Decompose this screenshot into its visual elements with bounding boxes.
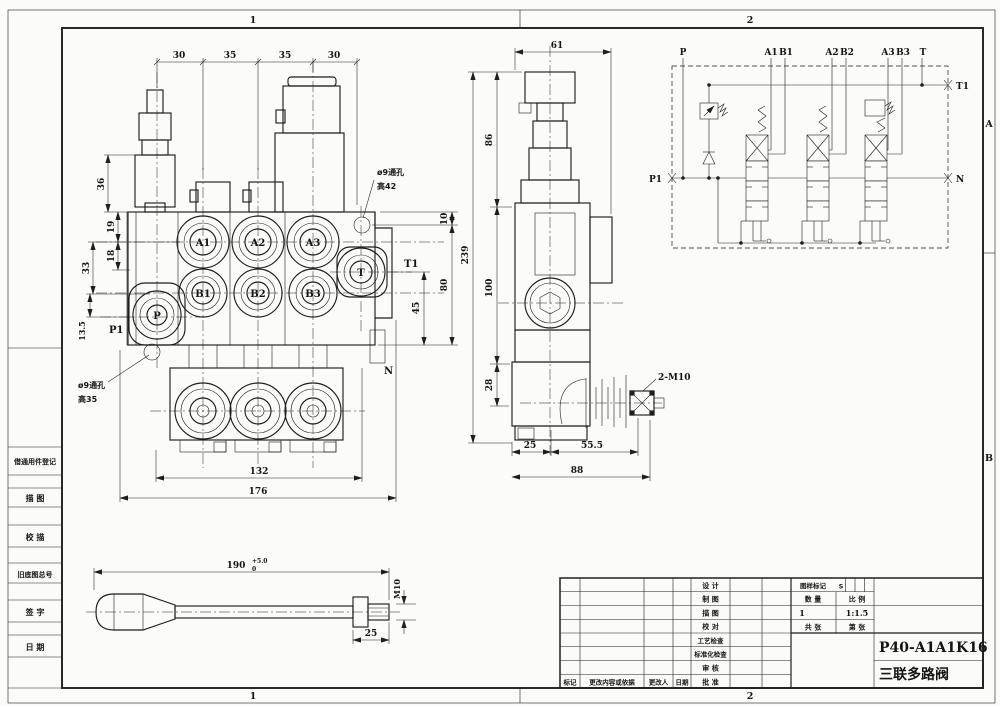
dim-30-right: 30: [328, 51, 341, 61]
dim-18: 18: [107, 250, 117, 263]
tb-qty-value: 1: [799, 608, 805, 618]
tb-bottom-mark: 标记: [563, 678, 578, 687]
schematic-port-a2: A2: [824, 48, 838, 58]
margin-label-register: 借通用件登记: [13, 457, 56, 466]
dim-13-5: 13.5: [77, 321, 87, 340]
dim-61: 61: [551, 41, 564, 51]
margin-label-check-trace: 校 描: [26, 532, 45, 542]
margin-label-trace: 描 图: [26, 493, 45, 503]
dim-10: 10: [440, 213, 450, 226]
schematic-port-t1: T1: [956, 82, 969, 92]
dim-190-tol-lower: 0: [252, 566, 256, 573]
ref-t1: T1: [404, 259, 418, 270]
dim-19: 19: [107, 221, 117, 234]
dim-86: 86: [485, 134, 495, 147]
dim-28: 28: [485, 379, 495, 392]
zone-label-a: A: [984, 119, 993, 130]
zone-label-b: B: [985, 453, 993, 464]
tb-scale-label: 比 例: [849, 595, 865, 604]
margin-blocks: 借通用件登记 描 图 校 描 旧底图总号 签 字 日 期: [8, 347, 62, 689]
port-a1: A1: [195, 238, 211, 249]
tb-qty-label: 数 量: [805, 595, 821, 604]
dim-30-left: 30: [173, 51, 186, 61]
note-hole-top-line2: 高42: [377, 181, 396, 191]
port-p: P: [153, 311, 161, 322]
front-view: 30 35 35 30 36 19 18 33 13.5 10 80 45 13…: [77, 51, 458, 502]
dim-m10: M10: [392, 579, 402, 599]
schematic-port-p1: P1: [649, 175, 662, 185]
dim-25-side: 25: [524, 441, 537, 451]
tb-part-name: 三联多路阀: [879, 666, 949, 683]
title-block: 设 计 制 图 描 图 校 对 工艺检查 标准化检查 审 核 批 准 标记 更改…: [559, 577, 988, 689]
dim-190-tol-upper: +5.0: [252, 558, 267, 565]
margin-label-sign: 签 字: [25, 607, 45, 617]
dim-35-right: 35: [279, 51, 292, 61]
tb-sheets-total: 共 张: [805, 623, 822, 632]
note-hole-bottom-line1: ø9通孔: [78, 380, 105, 390]
ref-p1: P1: [109, 325, 123, 336]
dim-88: 88: [571, 466, 584, 476]
tb-row-process-check: 工艺检查: [698, 636, 725, 645]
dim-25-lever: 25: [365, 629, 378, 639]
schematic-port-t: T: [920, 48, 927, 58]
dim-132: 132: [250, 467, 269, 477]
port-b3: B3: [305, 289, 320, 300]
zone-label-2-top: 2: [747, 15, 754, 26]
note-hole-bottom-line2: 高35: [78, 394, 98, 404]
schematic-port-b1: B1: [779, 48, 793, 58]
side-view: 61 239 86 100 28 25 55.5 88 2-M10: [461, 41, 690, 481]
tb-row-standard-check: 标准化检查: [693, 650, 727, 659]
tb-stamp-value: S: [839, 583, 844, 591]
tb-row-trace: 描 图: [702, 609, 718, 618]
margin-label-old-no: 旧底图总号: [18, 570, 53, 579]
tb-part-number: P40-A1A1K16: [879, 640, 988, 656]
label-2-m10: 2-M10: [658, 373, 690, 383]
lever-view: 190 +5.0 0 M10 25: [86, 558, 416, 644]
port-a3: A3: [305, 238, 321, 249]
port-t: T: [357, 268, 365, 279]
dim-45: 45: [412, 302, 422, 315]
tb-row-design: 设 计: [702, 581, 718, 590]
tb-bottom-date: 日期: [676, 678, 690, 687]
schematic-port-p: P: [680, 48, 687, 58]
tb-row-draw: 制 图: [702, 595, 718, 604]
tb-sheet-index: 第 张: [849, 623, 866, 632]
zone-label-1-top: 1: [250, 15, 257, 26]
tb-bottom-changer: 更改人: [649, 678, 669, 687]
zone-label-1-bottom: 1: [250, 691, 257, 702]
ref-n: N: [384, 366, 393, 377]
dim-239: 239: [461, 246, 471, 265]
dim-33: 33: [82, 262, 92, 275]
dim-100: 100: [485, 279, 495, 298]
schematic-port-a3: A3: [880, 48, 894, 58]
sheet-frame: 1 2 1 2 A B: [7, 9, 996, 704]
dim-55-5: 55.5: [581, 441, 603, 451]
tb-stamp-label: 图样标记: [800, 581, 827, 590]
hydraulic-schematic: P A1 B1 A2 B2 A3 B3 T T1 N P1: [649, 48, 969, 249]
tb-row-review: 审 核: [702, 664, 718, 673]
port-a2: A2: [250, 238, 266, 249]
port-b2: B2: [250, 289, 265, 300]
port-b1: B1: [195, 289, 210, 300]
tb-row-check: 校 对: [702, 622, 718, 631]
schematic-port-b3: B3: [896, 48, 910, 58]
dim-80: 80: [440, 279, 450, 292]
schematic-port-b2: B2: [840, 48, 854, 58]
dim-36: 36: [97, 178, 107, 191]
schematic-port-n: N: [956, 175, 964, 185]
zone-label-2-bottom: 2: [747, 691, 754, 702]
dim-190: 190: [227, 561, 246, 571]
tb-row-approve: 批 准: [702, 678, 718, 687]
dim-176: 176: [249, 487, 268, 497]
margin-label-date: 日 期: [26, 642, 45, 652]
tb-scale-value: 1:1.5: [846, 608, 868, 618]
dim-35-left: 35: [224, 51, 237, 61]
note-hole-top-line1: ø9通孔: [377, 167, 404, 177]
tb-bottom-content: 更改内容或依据: [589, 678, 635, 687]
schematic-port-a1: A1: [763, 48, 777, 58]
